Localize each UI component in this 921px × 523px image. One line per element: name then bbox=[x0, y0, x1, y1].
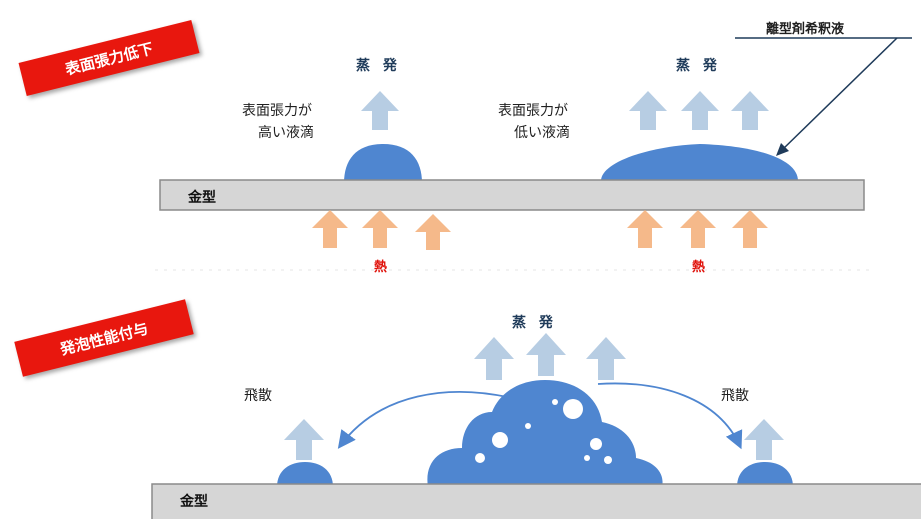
evaporation-label-top-right: 蒸 発 bbox=[676, 58, 721, 74]
low-tension-desc-line1: 表面張力が bbox=[498, 103, 568, 119]
heat-arrows-right bbox=[627, 210, 768, 248]
scatter-arrow-left bbox=[337, 391, 513, 449]
mold-bar-bottom bbox=[151, 483, 921, 523]
scatter-label-left: 飛散 bbox=[244, 388, 272, 404]
vapor-arrow-top-left bbox=[361, 91, 399, 130]
small-droplet-left bbox=[277, 462, 333, 487]
mold-label-top: 金型 bbox=[188, 190, 216, 206]
callout-arrowhead bbox=[776, 143, 789, 156]
foam-blob bbox=[427, 380, 663, 487]
mold-bar-top bbox=[159, 179, 865, 211]
vapor-arrows-top-right bbox=[629, 91, 769, 130]
vapor-arrows-bottom bbox=[474, 333, 626, 380]
heat-arrows-left bbox=[312, 210, 451, 250]
high-tension-desc-line2: 高い液滴 bbox=[258, 125, 314, 141]
droplet-high-tension bbox=[344, 144, 422, 183]
scatter-label-right: 飛散 bbox=[721, 388, 749, 404]
evaporation-label-bottom: 蒸 発 bbox=[512, 315, 557, 331]
heat-label-left: 熱 bbox=[374, 260, 388, 275]
high-tension-desc-line1: 表面張力が bbox=[242, 103, 312, 119]
heat-label-right: 熱 bbox=[692, 260, 706, 275]
low-tension-desc-line2: 低い液滴 bbox=[514, 125, 570, 141]
mold-label-bottom: 金型 bbox=[180, 494, 208, 510]
callout-label: 離型剤希釈液 bbox=[766, 22, 845, 37]
vapor-arrows-bottom-sides bbox=[284, 419, 784, 460]
droplet-low-tension bbox=[601, 144, 798, 181]
scatter-arrow-right bbox=[597, 382, 743, 450]
evaporation-label-top-left: 蒸 発 bbox=[356, 58, 401, 74]
callout-leader bbox=[781, 37, 898, 151]
small-droplet-right bbox=[737, 462, 793, 487]
